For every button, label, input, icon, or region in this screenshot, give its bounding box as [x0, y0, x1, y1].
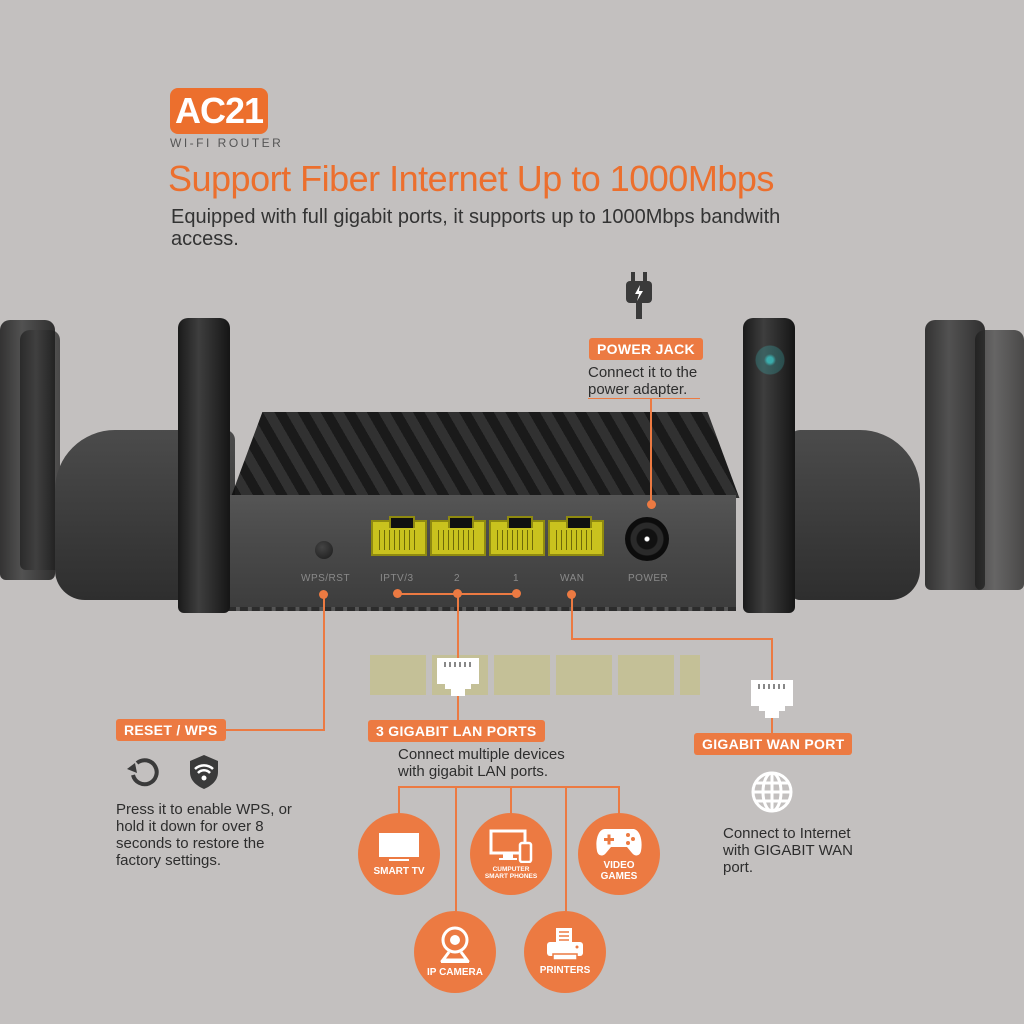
device-label: CUMPUTER SMART PHONES — [484, 865, 538, 880]
globe-icon — [751, 771, 793, 813]
lan-ports-tag: 3 GIGABIT LAN PORTS — [368, 720, 545, 742]
port-label-lan2: 2 — [454, 573, 461, 584]
ethernet-port-icon — [751, 680, 793, 718]
wps-reset-button[interactable] — [315, 541, 333, 559]
device-drop-printer — [565, 786, 567, 914]
power-connector-line — [588, 398, 700, 399]
wps-connector-horizontal — [225, 729, 325, 731]
device-label: PRINTERS — [539, 965, 591, 976]
lan-ports-description: Connect multiple devices with gigabit LA… — [398, 746, 565, 780]
webcam-icon — [440, 926, 470, 963]
router-top-pattern — [230, 412, 740, 498]
reset-wps-description: Press it to enable WPS, or hold it down … — [116, 801, 292, 869]
logo-subtitle: WI-FI ROUTER — [170, 136, 284, 150]
device-label: SMART TV — [373, 866, 425, 877]
port-label-power: POWER — [628, 573, 669, 584]
device-drop-games — [618, 786, 620, 816]
device-printers: PRINTERS — [524, 911, 606, 993]
lan-port-3[interactable] — [371, 516, 427, 556]
power-connector-drop — [650, 398, 652, 503]
device-ip-camera: IP CAMERA — [414, 911, 496, 993]
wan-connector-drop — [571, 594, 573, 639]
reset-icon — [127, 758, 159, 787]
port-label-wan: WAN — [560, 573, 585, 584]
device-drop-computer — [510, 786, 512, 816]
router-reflection — [370, 655, 700, 695]
port-label-lan1: 1 — [513, 573, 520, 584]
logo-text: AC21 — [174, 90, 264, 131]
power-connector-dot — [647, 500, 656, 509]
wps-connector-line — [323, 594, 325, 730]
subheadline: Equipped with full gigabit ports, it sup… — [171, 206, 781, 250]
antenna-left — [178, 318, 230, 613]
device-smart-tv: SMART TV — [358, 813, 440, 895]
power-jack-description: Connect it to the power adapter. — [588, 364, 698, 398]
router-right-wing — [790, 430, 920, 600]
device-computer-phones: CUMPUTER SMART PHONES — [470, 813, 552, 895]
wan-port[interactable] — [548, 516, 604, 556]
device-label: IP CAMERA — [427, 967, 483, 978]
lan-port-1[interactable] — [489, 516, 545, 556]
gamepad-icon — [596, 828, 642, 855]
power-plug-icon — [626, 272, 652, 319]
wan-port-tag: GIGABIT WAN PORT — [694, 733, 853, 755]
lan-port-2[interactable] — [430, 516, 486, 556]
device-video-games: VIDEO GAMES — [578, 813, 660, 895]
device-drop-tv — [398, 786, 400, 816]
ethernet-port-icon — [437, 658, 479, 696]
antenna-far-right-2 — [975, 330, 1024, 590]
antenna-far-left-2 — [20, 330, 60, 570]
reset-wps-tag: RESET / WPS — [116, 719, 226, 741]
logo-badge: AC21 — [170, 88, 268, 134]
printer-icon — [547, 928, 583, 961]
port-label-lan3: IPTV/3 — [380, 573, 414, 584]
wan-connector-horizontal — [571, 638, 773, 640]
wifi-shield-icon — [190, 755, 218, 789]
device-bus — [398, 786, 620, 788]
computer-phone-icon — [489, 829, 533, 863]
led-indicator-icon — [755, 345, 785, 375]
port-label-wps: WPS/RST — [301, 573, 351, 584]
headline: Support Fiber Internet Up to 1000Mbps — [168, 158, 774, 199]
device-label: VIDEO GAMES — [600, 859, 638, 882]
power-jack[interactable] — [625, 517, 669, 561]
device-drop-camera — [455, 786, 457, 914]
tv-icon — [379, 833, 419, 861]
wan-port-description: Connect to Internet with GIGABIT WAN por… — [723, 825, 854, 876]
power-jack-tag: POWER JACK — [589, 338, 703, 360]
